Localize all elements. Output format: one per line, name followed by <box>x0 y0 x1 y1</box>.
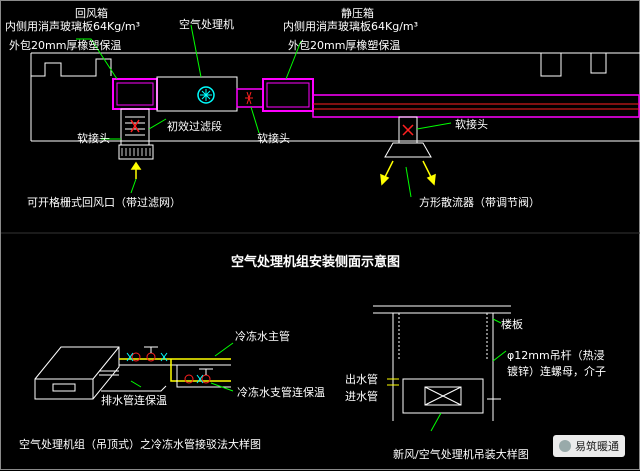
supply-duct <box>312 94 640 118</box>
label-hanger-rod: φ12mm吊杆（热浸 <box>507 349 605 362</box>
diffuser <box>384 116 432 158</box>
watermark-text: 易筑暖通 <box>575 440 619 453</box>
label-floor-slab: 楼板 <box>501 318 523 331</box>
label-drain: 排水管连保温 <box>101 394 167 407</box>
label-plenum-spec: 内侧用消声玻璃板64Kg/m³ <box>283 20 419 33</box>
label-ahu: 空气处理机 <box>179 18 234 31</box>
label-diffuser: 方形散流器（带调节阀） <box>419 196 540 209</box>
wechat-icon <box>559 440 571 452</box>
watermark: 易筑暖通 <box>553 435 625 457</box>
label-plenum: 静压箱 <box>341 7 374 20</box>
ahu-unit <box>156 76 238 112</box>
label-plenum-insul: 外包20mm厚橡塑保温 <box>288 39 401 52</box>
airflow-arrows <box>130 160 436 186</box>
label-return-grille: 可开格栅式回风口（带过滤网） <box>27 196 181 209</box>
label-hanger-rod-2: 镀锌）连螺母，介子 <box>507 365 606 378</box>
label-chw-branch: 冷冻水支管连保温 <box>237 386 325 399</box>
label-flex-mid: 软接头 <box>257 132 290 145</box>
flex-connector-mid <box>236 88 264 108</box>
bottom-left-title: 空气处理机组（吊顶式）之冷冻水管接驳法大样图 <box>19 438 261 451</box>
bottom-right-title: 新风/空气处理机吊装大样图 <box>393 448 529 461</box>
main-title: 空气处理机组安装侧面示意图 <box>231 255 401 270</box>
label-prefilter: 初效过滤段 <box>167 120 222 133</box>
label-inlet-pipe: 进水管 <box>345 390 378 403</box>
label-return-box-insul: 外包20mm厚橡塑保温 <box>9 39 122 52</box>
ceiling-structure <box>30 52 640 142</box>
label-return-box: 回风箱 <box>75 7 108 20</box>
label-return-box-spec: 内侧用消声玻璃板64Kg/m³ <box>5 20 141 33</box>
label-outlet-pipe: 出水管 <box>345 373 378 386</box>
return-neck <box>118 108 154 160</box>
label-chw-main: 冷冻水主管 <box>235 330 290 343</box>
plenum-box <box>262 78 314 112</box>
label-flex-right: 软接头 <box>455 118 488 131</box>
return-air-box <box>112 78 158 110</box>
leader-lines <box>76 24 452 198</box>
chw-pipe-detail <box>34 342 234 400</box>
label-flex-left: 软接头 <box>77 132 110 145</box>
hanging-detail <box>373 305 511 432</box>
